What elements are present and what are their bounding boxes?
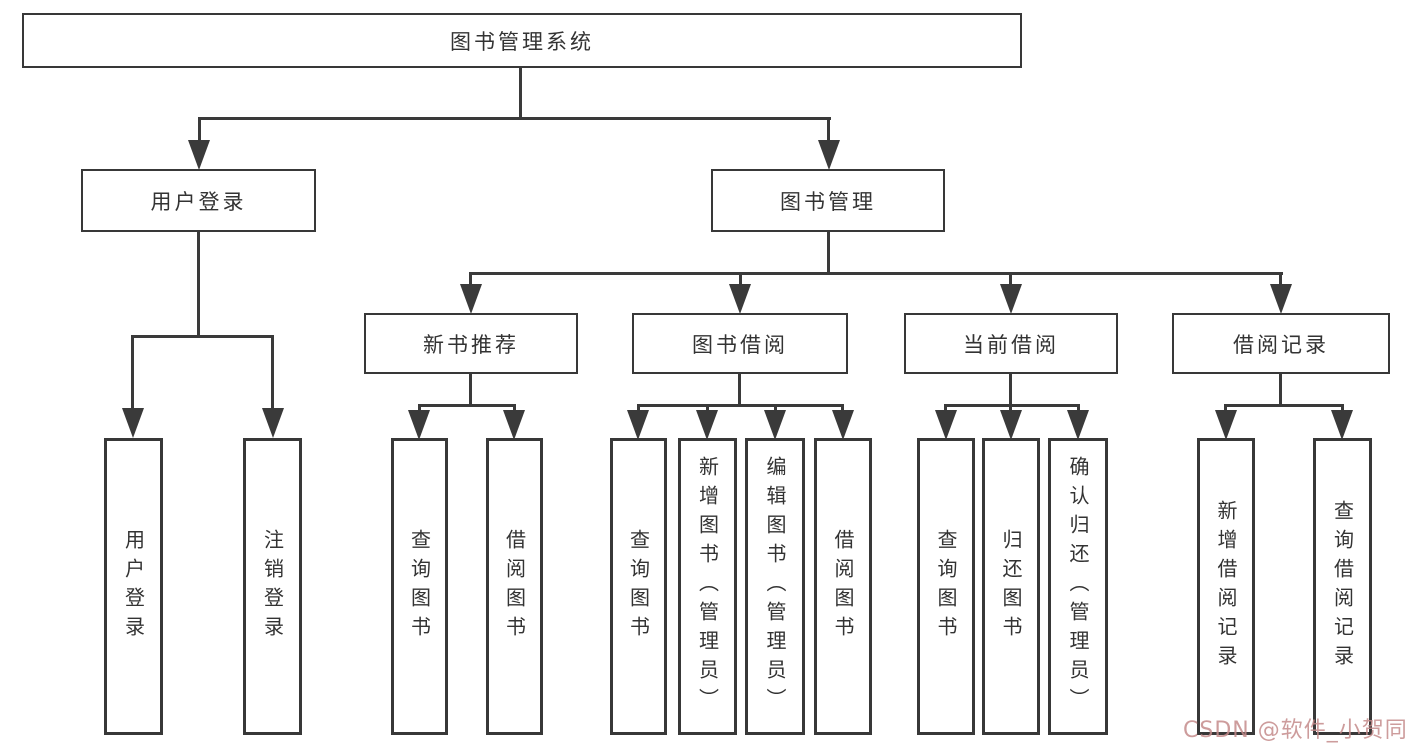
leaf-label: 编辑图书（管理员） <box>763 456 787 717</box>
leaf-query-books: 查询图书 <box>391 438 448 735</box>
connector-line <box>706 404 709 412</box>
leaf-label: 借阅图书 <box>502 528 527 645</box>
connector-line <box>418 404 421 412</box>
connector-line <box>519 68 522 120</box>
leaf-add-borrow-record: 新增借阅记录 <box>1197 438 1255 735</box>
arrowhead-icon <box>460 284 482 314</box>
section-label: 当前借阅 <box>963 332 1059 357</box>
arrowhead-icon <box>1270 284 1292 314</box>
node-book-borrowing: 图书借阅 <box>632 313 848 374</box>
connector-line <box>944 404 947 412</box>
connector-line <box>469 373 472 407</box>
connector-line <box>1009 272 1012 286</box>
node-root-label: 图书管理系统 <box>450 29 594 54</box>
connector-line <box>738 373 741 407</box>
section-label: 借阅记录 <box>1233 332 1329 357</box>
arrowhead-icon <box>627 410 649 440</box>
leaf-borrow-books: 借阅图书 <box>486 438 543 735</box>
arrowhead-icon <box>818 140 840 170</box>
arrowhead-icon <box>122 408 144 438</box>
leaf-query-borrow-record: 查询借阅记录 <box>1313 438 1372 735</box>
node-root-system: 图书管理系统 <box>22 13 1022 68</box>
connector-line <box>271 335 274 409</box>
leaf-confirm-return-admin: 确认归还（管理员） <box>1048 438 1108 735</box>
connector-line <box>739 272 742 286</box>
leaf-return-books: 归还图书 <box>982 438 1040 735</box>
connector-line <box>198 117 831 120</box>
arrowhead-icon <box>1331 410 1353 440</box>
connector-line <box>469 272 472 286</box>
arrowhead-icon <box>935 410 957 440</box>
leaf-label: 归还图书 <box>999 528 1023 645</box>
node-user-login-label: 用户登录 <box>150 189 247 214</box>
section-label: 新书推荐 <box>423 332 519 357</box>
leaf-label: 用户登录 <box>121 528 146 645</box>
connector-line <box>944 404 1080 407</box>
leaf-label: 借阅图书 <box>831 528 855 645</box>
leaf-label: 注销登录 <box>260 528 285 645</box>
connector-line <box>131 335 274 338</box>
connector-line <box>774 404 777 412</box>
arrowhead-icon <box>1215 410 1237 440</box>
leaf-label: 确认归还（管理员） <box>1066 456 1090 717</box>
leaf-borrow-books: 借阅图书 <box>814 438 872 735</box>
leaf-label: 新增图书（管理员） <box>695 456 720 717</box>
connector-line <box>469 272 1283 275</box>
node-current-borrowing: 当前借阅 <box>904 313 1118 374</box>
leaf-label: 查询借阅记录 <box>1330 499 1355 674</box>
arrowhead-icon <box>1000 284 1022 314</box>
connector-line <box>1009 373 1012 407</box>
arrowhead-icon <box>188 140 210 170</box>
leaf-label: 查询图书 <box>626 528 651 645</box>
connector-line <box>131 335 134 409</box>
leaf-label: 查询图书 <box>407 528 432 645</box>
arrowhead-icon <box>408 410 430 440</box>
connector-line <box>841 404 844 412</box>
leaf-add-books-admin: 新增图书（管理员） <box>678 438 737 735</box>
arrowhead-icon <box>764 410 786 440</box>
node-borrowing-records: 借阅记录 <box>1172 313 1390 374</box>
connector-line <box>1279 272 1282 286</box>
csdn-watermark: CSDN @软件_小贺同学 <box>1183 718 1405 743</box>
leaf-query-books: 查询图书 <box>917 438 975 735</box>
connector-line <box>1224 404 1227 412</box>
node-user-login: 用户登录 <box>81 169 316 232</box>
connector-line <box>1009 404 1012 412</box>
connector-line <box>827 117 830 141</box>
connector-line <box>418 404 516 407</box>
connector-line <box>637 404 640 412</box>
node-book-management: 图书管理 <box>711 169 945 232</box>
leaf-query-books: 查询图书 <box>610 438 667 735</box>
node-new-book-recommendation: 新书推荐 <box>364 313 578 374</box>
leaf-label: 新增借阅记录 <box>1214 499 1238 674</box>
arrowhead-icon <box>1000 410 1022 440</box>
leaf-edit-books-admin: 编辑图书（管理员） <box>745 438 805 735</box>
leaf-label: 查询图书 <box>934 528 958 645</box>
arrowhead-icon <box>503 410 525 440</box>
connector-line <box>637 404 844 407</box>
arrowhead-icon <box>729 284 751 314</box>
section-label: 图书借阅 <box>692 332 788 357</box>
connector-line <box>197 232 200 338</box>
connector-line <box>1341 404 1344 412</box>
arrowhead-icon <box>1067 410 1089 440</box>
arrowhead-icon <box>696 410 718 440</box>
connector-line <box>1077 404 1080 412</box>
connector-line <box>1279 373 1282 407</box>
connector-line <box>1224 404 1344 407</box>
arrowhead-icon <box>262 408 284 438</box>
arrowhead-icon <box>832 410 854 440</box>
connector-line <box>198 117 201 141</box>
node-book-management-label: 图书管理 <box>780 189 876 214</box>
connector-line <box>827 232 830 275</box>
leaf-logout: 注销登录 <box>243 438 302 735</box>
connector-line <box>513 404 516 412</box>
leaf-user-login: 用户登录 <box>104 438 163 735</box>
